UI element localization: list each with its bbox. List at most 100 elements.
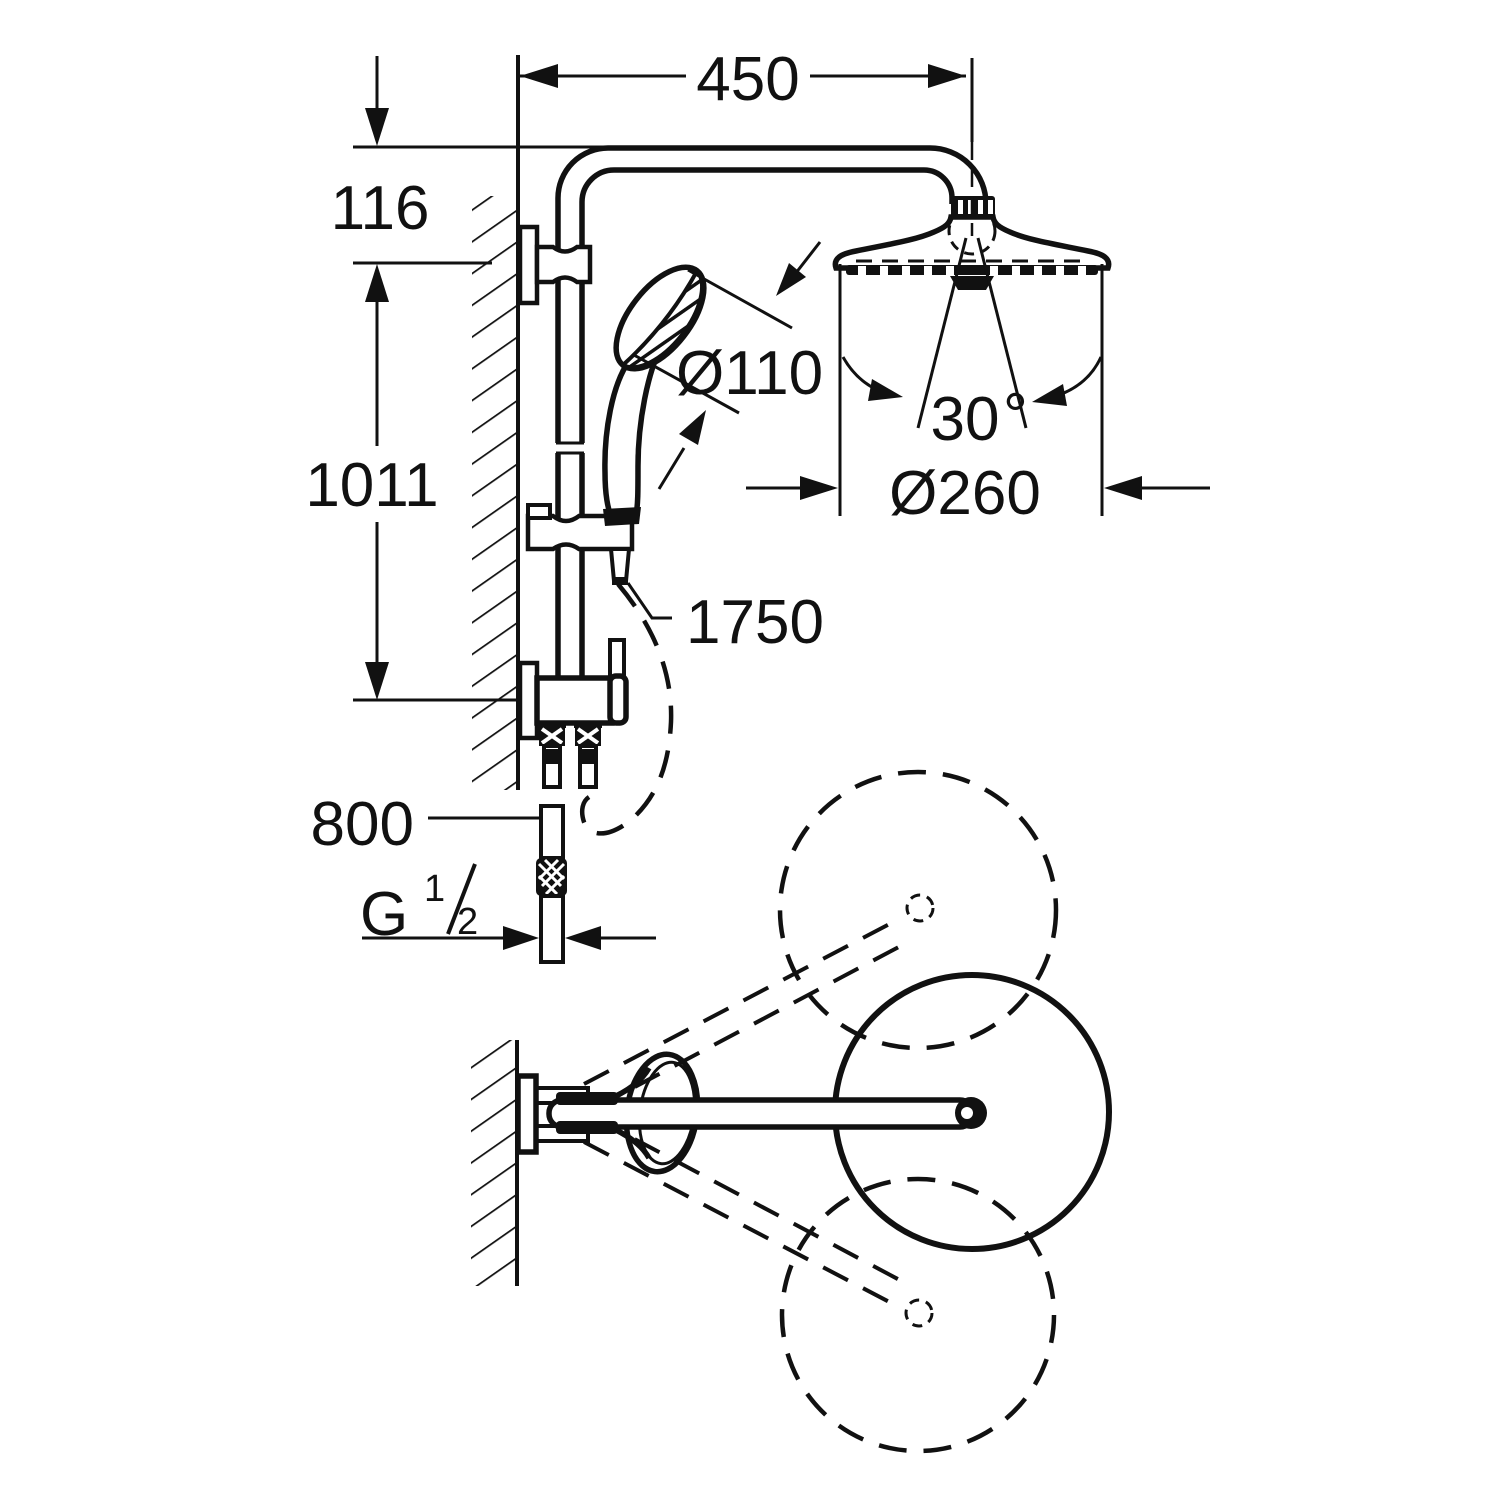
wall-hatching-plan — [471, 1040, 517, 1286]
arrowhead-up — [365, 264, 389, 302]
spray-cone-left-line — [916, 237, 968, 429]
braid-line — [537, 874, 559, 896]
fraction-slash — [446, 863, 477, 935]
clamp-to-head-curve-upper — [614, 1066, 652, 1099]
wall-hatching-front — [472, 196, 518, 790]
angle-arrow-right — [1032, 384, 1067, 406]
thread-denominator: 2 — [457, 901, 478, 943]
dim-110-label: Ø110 — [676, 339, 823, 408]
holder-clamp-lever — [526, 503, 552, 520]
shower-hose-dashed — [579, 582, 674, 836]
swivel-arm-upper-dashed — [594, 939, 911, 1110]
nozzle-gap — [1012, 266, 1020, 275]
nozzle-gap — [946, 266, 954, 275]
dim-116-label: 116 — [331, 174, 430, 243]
top-wall-bracket — [517, 224, 593, 306]
dim-1011-label: 1011 — [305, 451, 438, 520]
dim-450-label: 450 — [696, 45, 799, 114]
nozzle-gap — [924, 266, 932, 275]
pipe-band-right — [580, 749, 596, 764]
arrow-shaft-lower — [657, 447, 686, 490]
angle-arrow-left — [868, 379, 903, 401]
bracket-wall-plate — [517, 224, 540, 306]
arrowhead-right — [800, 476, 838, 500]
swivel-arm-upper-dashed — [583, 917, 900, 1086]
degree-sign: ° — [1003, 381, 1028, 450]
swivel-upper-center-hook — [905, 893, 935, 923]
nut-slit — [978, 200, 983, 214]
braided-connector — [536, 858, 567, 896]
nozzle-gap — [858, 266, 866, 275]
hose-socket-cone — [608, 547, 632, 583]
spray-angle-annotation: 30 ° — [841, 356, 1103, 454]
swivel-lower-center-hook — [904, 1298, 934, 1328]
dimension-116: 116 — [331, 56, 607, 265]
supply-pipe-upper — [539, 804, 565, 860]
head-shower — [832, 142, 1112, 429]
nozzle-gap — [990, 266, 998, 275]
dim-260-label: Ø260 — [889, 459, 1041, 528]
nut-slit — [988, 200, 993, 214]
pipe-outer-outline — [555, 145, 989, 679]
dimension-260: Ø260 — [746, 264, 1210, 528]
dimension-800: 800 — [311, 790, 540, 859]
hand-shower-assembly — [525, 264, 707, 585]
extension-line-upper — [687, 268, 793, 330]
dimension-110: Ø110 — [633, 241, 823, 490]
union-nut-left — [538, 722, 566, 746]
dim-800-label: 800 — [311, 790, 414, 859]
pipe-band-left — [544, 749, 560, 764]
clamp-block-upper — [556, 1092, 618, 1105]
nozzle-strip — [846, 265, 1098, 275]
braid-line — [543, 858, 566, 881]
nozzle-gap — [1034, 266, 1042, 275]
handle-end-band — [603, 507, 641, 526]
nut-slit — [968, 200, 973, 214]
dim-1750-label: 1750 — [686, 588, 824, 657]
nut-slit — [958, 200, 963, 214]
center-outlet — [950, 276, 994, 290]
arrowhead-upper — [776, 263, 806, 296]
mixer-valve — [517, 638, 629, 789]
hose-socket-tip — [612, 577, 628, 585]
dimension-1750: 1750 — [626, 582, 824, 657]
extension-line-lower — [633, 353, 740, 415]
pipe-inner-outline — [579, 167, 955, 679]
swivel-position-upper-dashed-circle — [777, 769, 1059, 1051]
rail-joint-gap — [554, 443, 586, 453]
spray-cone-right-line — [976, 237, 1028, 429]
arrowhead-right — [928, 64, 966, 88]
front-elevation-view: 450 116 1011 — [305, 45, 1210, 964]
arrowhead-left — [565, 926, 601, 950]
swivel-arm-lower-dashed — [594, 1116, 910, 1287]
nut-flange — [574, 722, 602, 728]
swivel-position-lower-dashed-circle — [779, 1176, 1057, 1454]
valve-end-cap — [607, 673, 629, 726]
arrowhead-down — [365, 108, 389, 146]
nozzle-gap — [1056, 266, 1064, 275]
braid-line — [540, 862, 566, 888]
leader-line — [626, 582, 672, 620]
braid-line — [544, 874, 566, 896]
nut-flange — [538, 722, 566, 728]
dim-30-label: 30 — [931, 385, 1000, 454]
arrowhead-lower — [679, 410, 706, 445]
braid-line — [537, 858, 560, 881]
arrowhead-right — [503, 926, 539, 950]
diverter-knob — [608, 638, 626, 680]
swivel-arm-lower-dashed — [583, 1140, 898, 1308]
clamp-block-lower — [556, 1121, 618, 1134]
clamp-to-head-curve-lower — [614, 1127, 652, 1160]
thread-numerator: 1 — [424, 868, 445, 910]
bracket-clamp — [534, 244, 593, 285]
nozzle-gap — [902, 266, 910, 275]
plan-bracket-wall-plate — [515, 1073, 539, 1155]
dimension-g-half: G 1 2 — [360, 863, 656, 950]
supply-pipe — [536, 804, 567, 964]
nut-cross — [540, 727, 564, 745]
riser-rail-and-arm — [554, 145, 989, 679]
arm-end-ball-highlight — [961, 1107, 973, 1119]
dimension-450: 450 — [520, 45, 974, 142]
